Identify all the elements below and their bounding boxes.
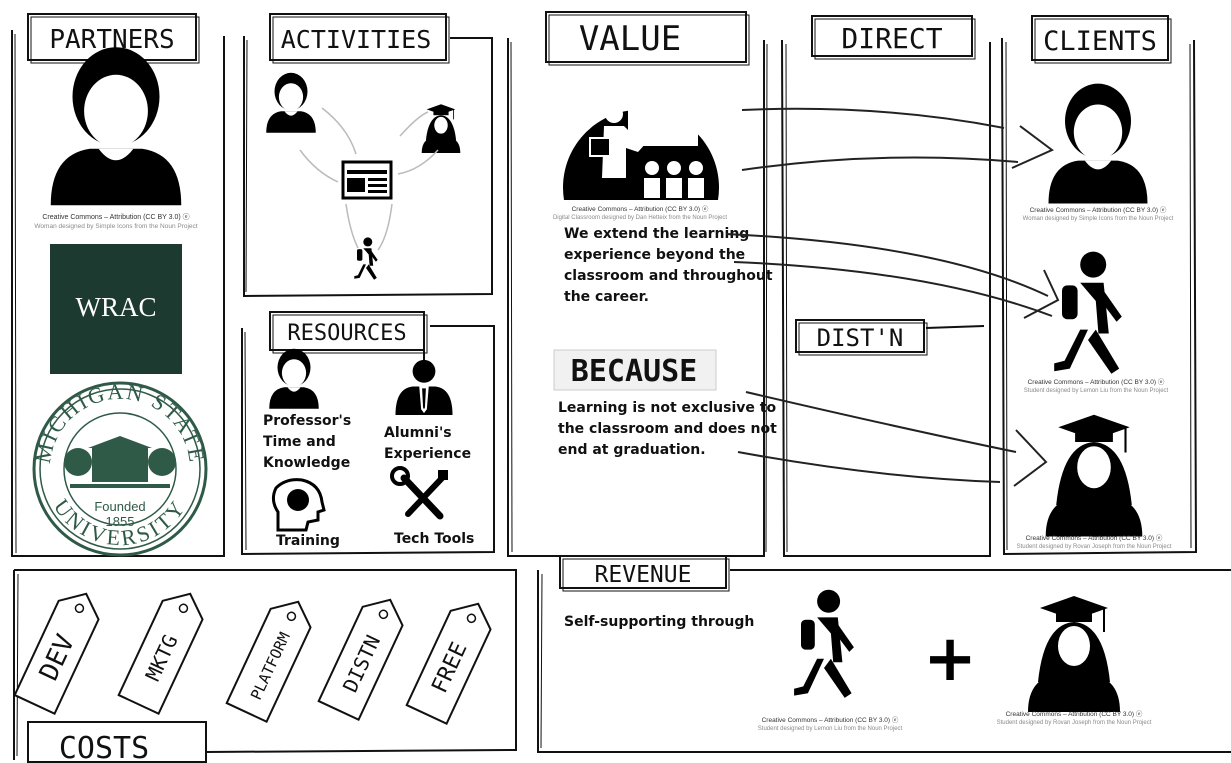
client-student-credit2: Student designed by Lemon Liu from the N… bbox=[1024, 388, 1169, 394]
revenue-title: REVENUE bbox=[595, 562, 692, 588]
training-label: Training bbox=[276, 533, 340, 549]
client-woman-credit1: Creative Commons – Attribution (CC BY 3.… bbox=[1030, 206, 1167, 214]
alumni-icon bbox=[395, 359, 453, 415]
resources-content: Professor's Time and Knowledge Alumni's … bbox=[263, 348, 474, 549]
value-statement-line3: classroom and throughout bbox=[564, 268, 773, 284]
professor-label-line3: Knowledge bbox=[263, 455, 350, 471]
value-reason-line2: the classroom and does not bbox=[558, 421, 777, 437]
value-statement-line1: We extend the learning bbox=[564, 226, 749, 242]
value-statement-line2: experience beyond the bbox=[564, 247, 745, 263]
resources-title: RESOURCES bbox=[287, 321, 406, 346]
professor-label-line2: Time and bbox=[263, 434, 336, 450]
cost-tag-free: FREE bbox=[405, 602, 492, 726]
activities-content bbox=[266, 72, 461, 280]
activities-title: ACTIVITIES bbox=[281, 25, 432, 54]
training-icon bbox=[271, 478, 326, 532]
cost-tag-platform: PLATFORM bbox=[225, 600, 312, 724]
client-woman-credit2: Woman designed by Simple Icons from the … bbox=[1023, 216, 1174, 222]
value-credit-line2: Digital Classroom designed by Dan Hettei… bbox=[553, 215, 727, 221]
revenue-text: Self-supporting through bbox=[564, 614, 754, 630]
professor-icon bbox=[266, 72, 316, 133]
direct-frame bbox=[781, 39, 991, 557]
client-woman-icon bbox=[1048, 83, 1148, 204]
msu-seal: MICHIGAN STATE UNIVERSITY Founded 1855 bbox=[30, 379, 208, 557]
costs-label: COSTS bbox=[27, 721, 207, 763]
distn-title: DIST'N bbox=[817, 324, 904, 352]
cost-tag-mktg: MKTG bbox=[117, 592, 204, 716]
because-label: BECAUSE bbox=[571, 354, 697, 389]
direct-title: DIRECT bbox=[841, 22, 942, 55]
revenue-student-credit2: Student designed by Lemon Liu from the N… bbox=[758, 726, 903, 732]
woman-icon bbox=[50, 47, 182, 206]
partners-credit-line2: Woman designed by Simple Icons from the … bbox=[34, 223, 197, 230]
msu-founded: Founded bbox=[94, 499, 145, 514]
section-labels: PARTNERS ACTIVITIES VALUE DIRECT CLIENTS… bbox=[27, 11, 1172, 763]
client-grad-credit2: Student designed by Rovan Joseph from th… bbox=[1017, 544, 1172, 550]
revenue-content: Self-supporting through Creative Commons… bbox=[564, 589, 1152, 732]
activities-frame bbox=[243, 36, 493, 298]
distn-label: DIST'N bbox=[795, 319, 985, 356]
revenue-grad-credit2: Student designed by Rovan Joseph from th… bbox=[997, 720, 1152, 726]
clients-title: CLIENTS bbox=[1043, 26, 1157, 57]
msu-year: 1855 bbox=[106, 514, 135, 529]
revenue-plus: + bbox=[923, 622, 977, 696]
tech-tools-icon bbox=[390, 466, 448, 520]
client-grad-credit1: Creative Commons – Attribution (CC BY 3.… bbox=[1026, 534, 1163, 542]
revenue-frame bbox=[537, 570, 1231, 753]
revenue-student-credit1: Creative Commons – Attribution (CC BY 3.… bbox=[762, 716, 899, 724]
revenue-label: REVENUE bbox=[559, 555, 730, 592]
activities-label: ACTIVITIES bbox=[269, 13, 450, 64]
value-content: Creative Commons – Attribution (CC BY 3.… bbox=[553, 96, 777, 458]
partners-content: Creative Commons – Attribution (CC BY 3.… bbox=[30, 47, 208, 557]
digital-classroom-icon bbox=[563, 96, 719, 200]
costs-frame bbox=[14, 569, 517, 753]
tech-tools-label: Tech Tools bbox=[394, 531, 474, 547]
activity-cycle-arrows bbox=[299, 107, 439, 251]
client-graduate-icon bbox=[1044, 413, 1144, 538]
column-frames bbox=[11, 30, 1231, 760]
value-statement-line4: the career. bbox=[564, 289, 649, 305]
value-title: VALUE bbox=[579, 19, 681, 59]
channel-arrows bbox=[725, 107, 1060, 487]
value-credit-line1: Creative Commons – Attribution (CC BY 3.… bbox=[572, 205, 709, 213]
wrac-logo-text: WRAC bbox=[76, 292, 157, 322]
professor-resource-icon bbox=[269, 348, 319, 409]
resources-label: RESOURCES bbox=[269, 311, 428, 354]
alumni-label-line2: Experience bbox=[384, 446, 471, 462]
costs-title: COSTS bbox=[59, 731, 149, 763]
clients-label: CLIENTS bbox=[1031, 15, 1172, 64]
cost-tag-distn: DISTN bbox=[317, 598, 404, 722]
revenue-grad-credit1: Creative Commons – Attribution (CC BY 3.… bbox=[1006, 710, 1143, 718]
client-student-credit1: Creative Commons – Attribution (CC BY 3.… bbox=[1028, 378, 1165, 386]
clients-content: Creative Commons – Attribution (CC BY 3.… bbox=[1017, 83, 1174, 550]
value-reason-line1: Learning is not exclusive to bbox=[558, 400, 776, 416]
resources-frame bbox=[241, 325, 495, 556]
professor-label-line1: Professor's bbox=[263, 413, 351, 429]
cost-tag-dev: DEV bbox=[13, 592, 100, 716]
direct-label: DIRECT bbox=[811, 15, 976, 60]
cost-tags: DEV MKTG PLATFORM DISTN FREE bbox=[13, 592, 492, 726]
revenue-student-icon bbox=[794, 589, 854, 698]
alumni-label-line1: Alumni's bbox=[384, 425, 452, 441]
partners-credit-line1: Creative Commons – Attribution (CC BY 3.… bbox=[42, 213, 189, 221]
value-reason-line3: end at graduation. bbox=[558, 442, 706, 458]
revenue-graduate-icon bbox=[1027, 595, 1121, 713]
student-icon bbox=[354, 237, 378, 280]
client-student-icon bbox=[1054, 251, 1122, 374]
screen-icon bbox=[341, 160, 393, 200]
value-label: VALUE bbox=[545, 11, 750, 66]
wrac-logo bbox=[50, 244, 182, 374]
clients-frame bbox=[1001, 37, 1198, 556]
